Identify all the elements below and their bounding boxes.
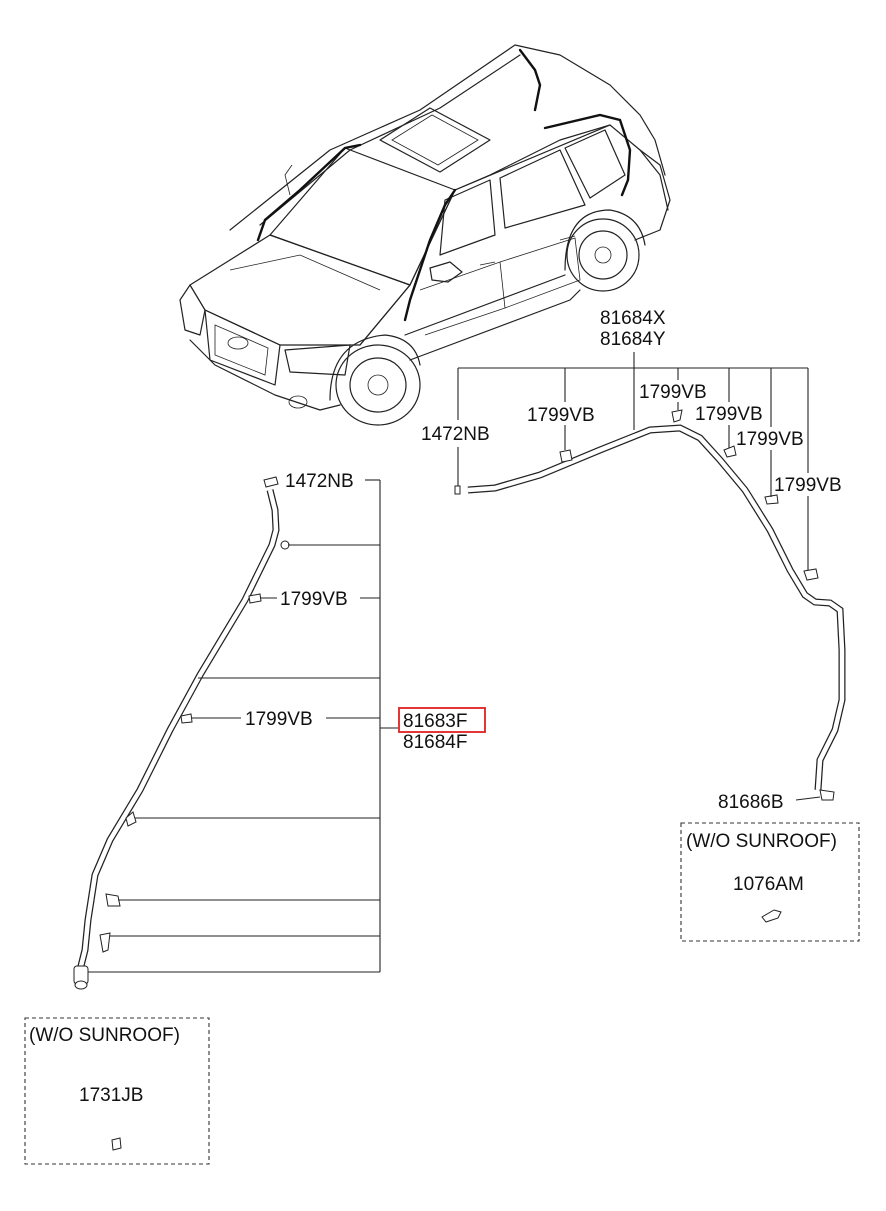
clip-1799vb-right-3 [723, 445, 737, 458]
clip-1799vb-left-2 [180, 713, 193, 724]
label-1472nb-left: 1472NB [285, 471, 354, 492]
label-1799vb-left-1: 1799VB [280, 589, 348, 610]
clip-1799vb-right-4 [764, 494, 779, 505]
highlight-box [398, 707, 486, 733]
clip-left-b [125, 811, 137, 827]
clip-1799vb-right-1 [559, 449, 573, 463]
label-1799vb-right-3: 1799VB [695, 404, 763, 425]
right-hose-end-fitting [819, 789, 835, 801]
label-1799vb-right-4: 1799VB [736, 429, 804, 450]
right-hose-clips [454, 409, 819, 581]
left-drain-hose [73, 489, 280, 990]
vehicle-illustration [179, 44, 671, 426]
label-81684x: 81684X [600, 308, 666, 329]
part-1731jb-icon [111, 1137, 122, 1151]
label-81686b: 81686B [718, 792, 784, 813]
inset-right-part: 1076AM [733, 874, 804, 895]
inset-left-title: (W/O SUNROOF) [29, 1025, 180, 1046]
right-leader-lines [457, 352, 821, 801]
inset-right-title: (W/O SUNROOF) [686, 831, 837, 852]
clip-left-c [105, 893, 121, 907]
label-1472nb-right: 1472NB [421, 424, 490, 445]
clip-left-a [280, 540, 290, 550]
label-1799vb-right-5: 1799VB [774, 475, 842, 496]
label-1799vb-right-2: 1799VB [639, 382, 707, 403]
inset-left-part: 1731JB [79, 1085, 143, 1106]
inset-left-wo-sunroof: (W/O SUNROOF) 1731JB [24, 1017, 210, 1165]
left-leader-lines [88, 479, 398, 973]
clip-1799vb-right-2 [671, 409, 683, 423]
label-81683f[interactable]: 81683F [403, 711, 467, 732]
label-1799vb-right-1: 1799VB [527, 405, 595, 426]
label-1799vb-left-2: 1799VB [245, 709, 313, 730]
clip-1799vb-left-1 [248, 593, 262, 604]
clip-right-e [803, 568, 819, 581]
right-drain-hose [467, 424, 846, 801]
clip-left-d [99, 932, 111, 953]
clip-1472nb-right [454, 485, 461, 495]
clip-1472nb-left [263, 476, 279, 488]
part-1076am-icon [761, 909, 782, 923]
label-81684y: 81684Y [600, 329, 666, 350]
label-81684f: 81684F [403, 732, 467, 753]
inset-right-wo-sunroof: (W/O SUNROOF) 1076AM [680, 822, 860, 942]
